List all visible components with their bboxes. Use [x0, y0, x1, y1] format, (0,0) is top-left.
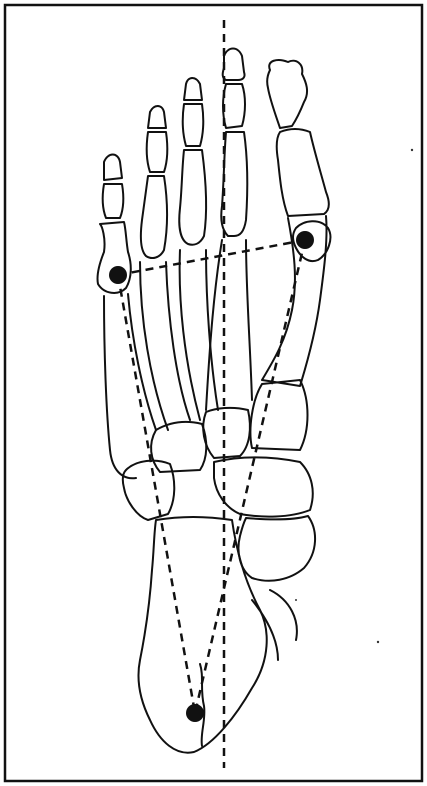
metatarsal-head-line: [118, 240, 305, 275]
hallux-proximal-phalanx: [277, 129, 329, 216]
medial-cuneiform: [250, 380, 307, 450]
bone-outlines: [97, 49, 330, 753]
fourth-toe-middle: [147, 132, 168, 172]
third-toe-distal: [184, 78, 202, 100]
navicular: [214, 458, 313, 517]
third-metatarsal: [180, 250, 218, 420]
second-toe-middle: [223, 84, 245, 128]
third-toe-middle: [183, 104, 204, 146]
fifth-metatarsal-head-marker: [109, 266, 127, 284]
scan-specks: [295, 149, 413, 643]
medial-axis-line: [195, 240, 305, 713]
figure-border: [5, 5, 422, 781]
fifth-metatarsal: [104, 294, 156, 478]
first-metatarsal-head-marker: [296, 231, 314, 249]
cuboid: [123, 461, 175, 520]
third-toe-proximal: [179, 150, 206, 245]
heel-crack: [200, 664, 204, 746]
intermediate-cuneiform: [203, 408, 250, 458]
heel-marker: [186, 704, 204, 722]
calcaneus-inner-contour: [252, 590, 297, 660]
hallux-distal-phalanx: [267, 60, 307, 128]
second-toe-distal: [223, 49, 245, 81]
fifth-toe-middle: [103, 184, 124, 218]
fourth-toe-distal: [148, 106, 166, 128]
talus: [239, 516, 316, 581]
speck: [411, 149, 413, 151]
speck: [295, 599, 297, 601]
landmark-markers: [109, 231, 314, 722]
lateral-cuneiform: [151, 422, 206, 472]
second-metatarsal: [206, 240, 252, 410]
fifth-toe-distal: [104, 155, 122, 181]
speck: [377, 641, 379, 643]
fourth-toe-proximal: [141, 176, 167, 258]
